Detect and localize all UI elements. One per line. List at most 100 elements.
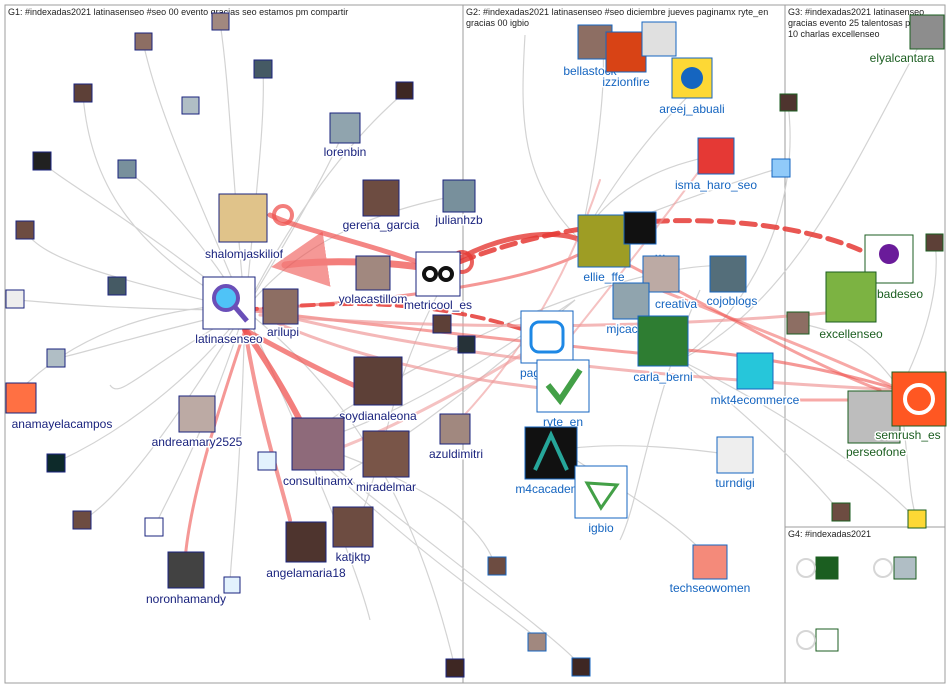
node-avatar-minor	[445, 658, 465, 678]
node-avatar-paginamx	[520, 310, 574, 364]
node-avatar-andreamary2525	[178, 395, 216, 433]
minor-nodes	[5, 12, 944, 678]
node-label-shalomjaskiliof: shalomjaskiliof	[205, 247, 284, 261]
node-label-igbio: igbio	[588, 521, 614, 535]
node-avatar-turndigi	[716, 436, 754, 474]
node-avatar-minor	[457, 335, 476, 354]
node-avatar-perseofone	[847, 390, 901, 444]
node-label-carla-berni: carla_berni	[633, 370, 692, 384]
node-label-yolacastillom: yolacastillom	[339, 292, 408, 306]
node-avatar-miradelmar	[362, 430, 410, 478]
node-avatar-lorenbin	[329, 112, 361, 144]
group-title-g3-line1: G3: #indexadas2021 latinasenseo	[788, 7, 924, 17]
node-avatar-minor	[571, 657, 591, 677]
node-avatar-julianhzb	[442, 179, 476, 213]
node-avatar-yolacastillom	[355, 255, 391, 291]
node-avatar-techseowomen	[692, 544, 728, 580]
node-label-paginamx: pag	[520, 366, 540, 380]
node-label-perseofone: perseofone	[846, 445, 906, 459]
node-label-ellie-ffe: ellie_ffe	[583, 270, 624, 284]
node-self-loop	[873, 558, 893, 578]
group-title-g1: G1: #indexadas2021 latinasenseo #seo 00 …	[8, 7, 348, 17]
node-avatar-minor	[15, 220, 35, 240]
node-avatar-excellenseo	[825, 271, 877, 323]
node-label-angelamaria18: angelamaria18	[266, 566, 346, 580]
node-avatar-tabre	[641, 21, 677, 57]
node-avatar-azuldimitri	[439, 413, 471, 445]
node-label-badeseo: badeseo	[877, 287, 923, 301]
node-avatar-minor	[771, 158, 791, 178]
node-avatar-consultinamx	[291, 417, 345, 471]
node-avatar-minor	[223, 576, 241, 594]
node-label-cojoblogs: cojoblogs	[707, 294, 758, 308]
node-label-isma-haro-seo: isma_haro_seo	[675, 178, 757, 192]
node-label-creativa: creativa	[655, 297, 697, 311]
group-title-g2-line1: G2: #indexadas2021 latinasenseo #seo dic…	[466, 7, 768, 17]
node-avatar-carla-berni	[637, 315, 689, 367]
group-title-g3-line3: 10 charlas excellenseo	[788, 29, 880, 39]
magnifier-icon	[212, 284, 240, 312]
node-label-elyalcantara: elyalcantara	[870, 51, 935, 65]
node-avatar-ryte-en	[536, 359, 590, 413]
node-label-bellastock: bellastock	[563, 64, 617, 78]
node-avatar-minor	[893, 556, 917, 580]
node-avatar-minor	[107, 276, 127, 296]
node-avatar-semrush-es	[891, 371, 947, 427]
node-avatar-anamayelacampos	[5, 382, 37, 414]
node-label-consultinamx: consultinamx	[283, 474, 353, 488]
node-avatar-minor	[134, 32, 153, 51]
node-avatar-arilupi	[262, 288, 299, 325]
node-avatar-ellie-ffe	[577, 214, 631, 268]
node-label-gerena-garcia: gerena_garcia	[343, 218, 420, 232]
node-avatar-gerena-garcia	[362, 179, 400, 217]
node-avatar-mujeresenseo	[623, 211, 657, 245]
node-label-azuldimitri: azuldimitri	[429, 447, 483, 461]
node-self-loop	[796, 558, 816, 578]
node-avatar-minor	[527, 632, 547, 652]
node-label-m4cacademy: m4cacademy	[515, 482, 586, 496]
node-label-lorenbin: lorenbin	[324, 145, 367, 159]
node-label-izzionfire: izzionfire	[602, 75, 650, 89]
node-avatar-minor	[815, 556, 839, 580]
node-avatar-minor	[257, 451, 277, 471]
node-avatar-angelamaria18	[285, 521, 327, 563]
node-avatar-noronhamandy	[167, 551, 205, 589]
node-avatar-minor	[32, 151, 52, 171]
node-avatar-minor	[253, 59, 273, 79]
node-label-turndigi: turndigi	[715, 476, 754, 490]
node-avatar-minor	[907, 509, 927, 529]
node-avatar-minor	[815, 628, 839, 652]
node-avatar-minor	[925, 233, 944, 252]
node-label-soydianaleona: soydianaleona	[339, 409, 417, 423]
node-label-miradelmar: miradelmar	[356, 480, 416, 494]
node-label-ryte-en: ryte_en	[543, 415, 583, 429]
node-avatar-minor	[432, 314, 452, 334]
group-title-g4: G4: #indexadas2021	[788, 529, 871, 539]
node-avatar-minor	[72, 510, 92, 530]
node-label-metricool-es: metricool_es	[404, 298, 472, 312]
node-label-techseowomen: techseowomen	[670, 581, 751, 595]
node-avatar-shalomjaskiliof	[218, 193, 268, 243]
labeled-nodes: shalomjaskiliof latinasenseo arilupi yol…	[5, 14, 947, 608]
node-avatar-minor	[779, 93, 798, 112]
node-avatar-mkt4ecommerce	[736, 352, 774, 390]
node-avatar-minor	[831, 502, 851, 522]
node-avatar-minor	[73, 83, 93, 103]
node-avatar-soydianaleona	[353, 356, 403, 406]
node-label-latinasenseo: latinasenseo	[195, 332, 263, 346]
node-self-loop	[796, 630, 816, 650]
group-title-g3-line2: gracias evento 25 talentosas ponentes	[788, 18, 943, 28]
node-avatar-minor	[144, 517, 164, 537]
node-avatar-minor	[395, 81, 414, 100]
node-avatar-minor	[46, 348, 66, 368]
node-label-mkt4ecommerce: mkt4ecommerce	[711, 393, 800, 407]
node-label-arilupi: arilupi	[267, 325, 299, 339]
node-label-areej-abuali: areej_abuali	[659, 102, 724, 116]
node-avatar-minor	[211, 12, 230, 31]
node-label-noronhamandy: noronhamandy	[146, 592, 226, 606]
node-avatar-elyalcantara	[909, 14, 945, 50]
node-avatar-minor	[46, 453, 66, 473]
group-box-g4	[784, 526, 946, 684]
node-avatar-katjktp	[332, 506, 374, 548]
